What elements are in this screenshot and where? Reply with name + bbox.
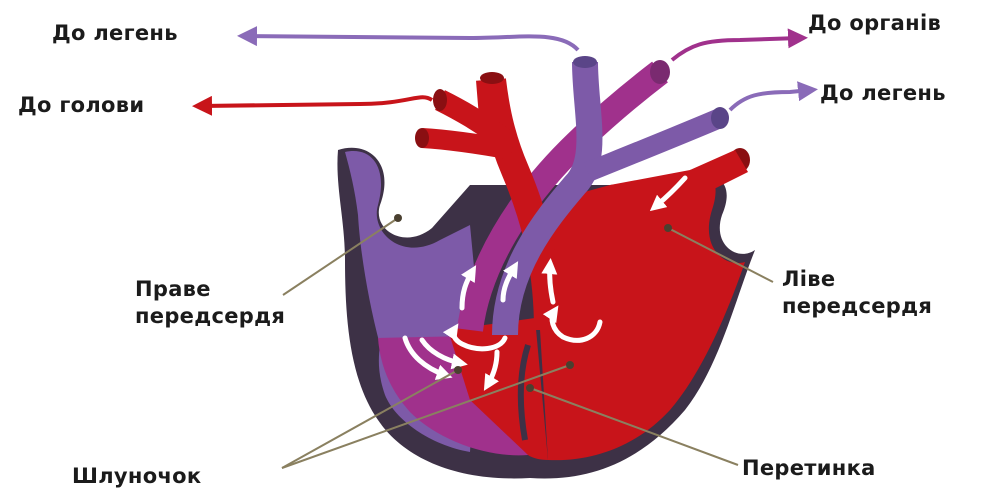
vessel-opening-1 — [650, 60, 670, 84]
label-right-atrium-line1: Праве — [135, 276, 285, 303]
label-ventricle: Шлуночок — [72, 463, 201, 490]
pointer-dot-ventricle-b — [566, 361, 574, 369]
arrow-to-lungs-left — [245, 36, 578, 50]
label-septum: Перетинка — [742, 455, 876, 482]
aorta-vessel-tube — [486, 80, 492, 150]
label-to-lungs-left: До легень — [52, 20, 178, 47]
pointer-dot-septum — [526, 384, 534, 392]
arrow-to-organs — [672, 38, 800, 60]
label-to-organs: До органів — [808, 10, 941, 37]
label-right-atrium: Праве передсердя — [135, 276, 285, 330]
label-left-atrium-line1: Ліве — [782, 266, 932, 293]
label-left-atrium-line2: передсердя — [782, 293, 932, 320]
vessel-opening-3 — [480, 72, 504, 84]
label-left-atrium: Ліве передсердя — [782, 266, 932, 320]
arrow-to-head — [200, 97, 432, 106]
arrow-to-lungs-right — [730, 90, 810, 110]
vessel-opening-6 — [711, 107, 729, 129]
pointer-dot-left-atrium — [664, 224, 672, 232]
flow-arrow-right-atrium — [400, 175, 425, 208]
vessel-opening-2 — [573, 56, 597, 68]
vessel-opening-5 — [415, 128, 429, 148]
label-right-atrium-line2: передсердя — [135, 303, 285, 330]
label-to-lungs-right: До легень — [820, 80, 946, 107]
vessel-opening-4 — [433, 89, 447, 111]
pointer-dot-right-atrium — [394, 214, 402, 222]
pointer-dot-ventricle-a — [454, 366, 462, 374]
label-to-head: До голови — [18, 92, 144, 119]
